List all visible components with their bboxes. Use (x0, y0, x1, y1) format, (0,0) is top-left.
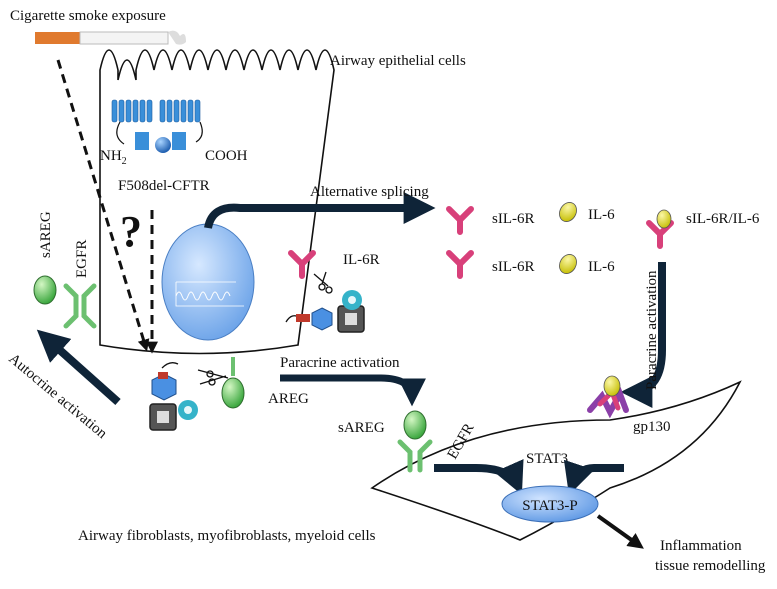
stat3p-node (501, 485, 599, 523)
sheddase-icon (285, 290, 365, 333)
smoke-label: Cigarette smoke exposure (10, 8, 166, 24)
paracrine-arrow-horizontal (280, 374, 426, 407)
nh2-label: NH2 (100, 148, 127, 167)
cftr-label: F508del-CFTR (118, 178, 210, 194)
egfr-mid-label: EGFR (445, 421, 478, 462)
sil6r-il6-complex-icon (649, 209, 671, 246)
il6-label-1: IL-6 (588, 207, 615, 223)
egfr-to-stat3-arrow (434, 459, 524, 495)
il6-ligand-icon (559, 202, 577, 222)
sil6r-label-2: sIL-6R (492, 259, 535, 275)
sheddase-icon (149, 362, 198, 431)
scissors-icon (197, 369, 229, 386)
alternative-splicing-arrow (204, 192, 436, 229)
fibroblast-cell-outline (370, 380, 742, 541)
gp130-label: gp130 (633, 419, 671, 435)
il6r-receptor-icon (291, 253, 313, 276)
il6-ligand-icon (559, 254, 577, 274)
stat3p-label: STAT3-P (522, 498, 577, 514)
sareg-mid-label: sAREG (338, 420, 385, 436)
il6r-label: IL-6R (343, 252, 380, 268)
paracrine-label-vertical: Paracrine activation (644, 270, 660, 390)
outcome-label-1: Inflammation (660, 538, 742, 554)
sareg-left-label: sAREG (38, 211, 54, 258)
sil6r-receptor-icon (449, 253, 471, 276)
sil6r-label-1: sIL-6R (492, 211, 535, 227)
smoke-arrow-dashed (56, 59, 150, 352)
sareg-ligand-icon (33, 275, 57, 305)
egfr-receptor-icon (63, 283, 97, 329)
fibroblast-label: Airway fibroblasts, myofibroblasts, myel… (78, 528, 376, 544)
autocrine-arrow (36, 329, 121, 405)
question-mark: ? (120, 207, 142, 256)
complex-label: sIL-6R/IL-6 (686, 211, 760, 227)
scissors-icon (313, 271, 333, 294)
areg-ligand-icon (221, 377, 245, 409)
cooh-label: COOH (205, 148, 248, 164)
stat3-label: STAT3 (526, 451, 568, 467)
alt-splicing-label: Alternative splicing (310, 184, 429, 200)
outcome-arrow (596, 514, 644, 549)
autocrine-label: Autocrine activation (5, 351, 110, 443)
egfr-left-label: EGFR (74, 240, 90, 278)
il6-label-2: IL-6 (588, 259, 615, 275)
nucleus-icon (161, 223, 255, 341)
paracrine-label-horizontal: Paracrine activation (280, 355, 400, 371)
gp130-receptor-icon (587, 375, 629, 419)
cftr-channel-icon (111, 99, 203, 153)
egfr-receptor-icon (397, 439, 433, 473)
areg-label: AREG (268, 391, 309, 407)
cigarette-icon (35, 30, 186, 45)
outcome-label-2: tissue remodelling (655, 558, 766, 574)
epithelial-cell-outline (99, 49, 335, 355)
sil6r-receptor-icon (449, 209, 471, 232)
epithelial-label: Airway epithelial cells (330, 53, 466, 69)
gp130-to-stat3-arrow (563, 459, 624, 496)
sareg-ligand-icon (403, 410, 427, 440)
paracrine-arrow-vertical (620, 262, 666, 408)
